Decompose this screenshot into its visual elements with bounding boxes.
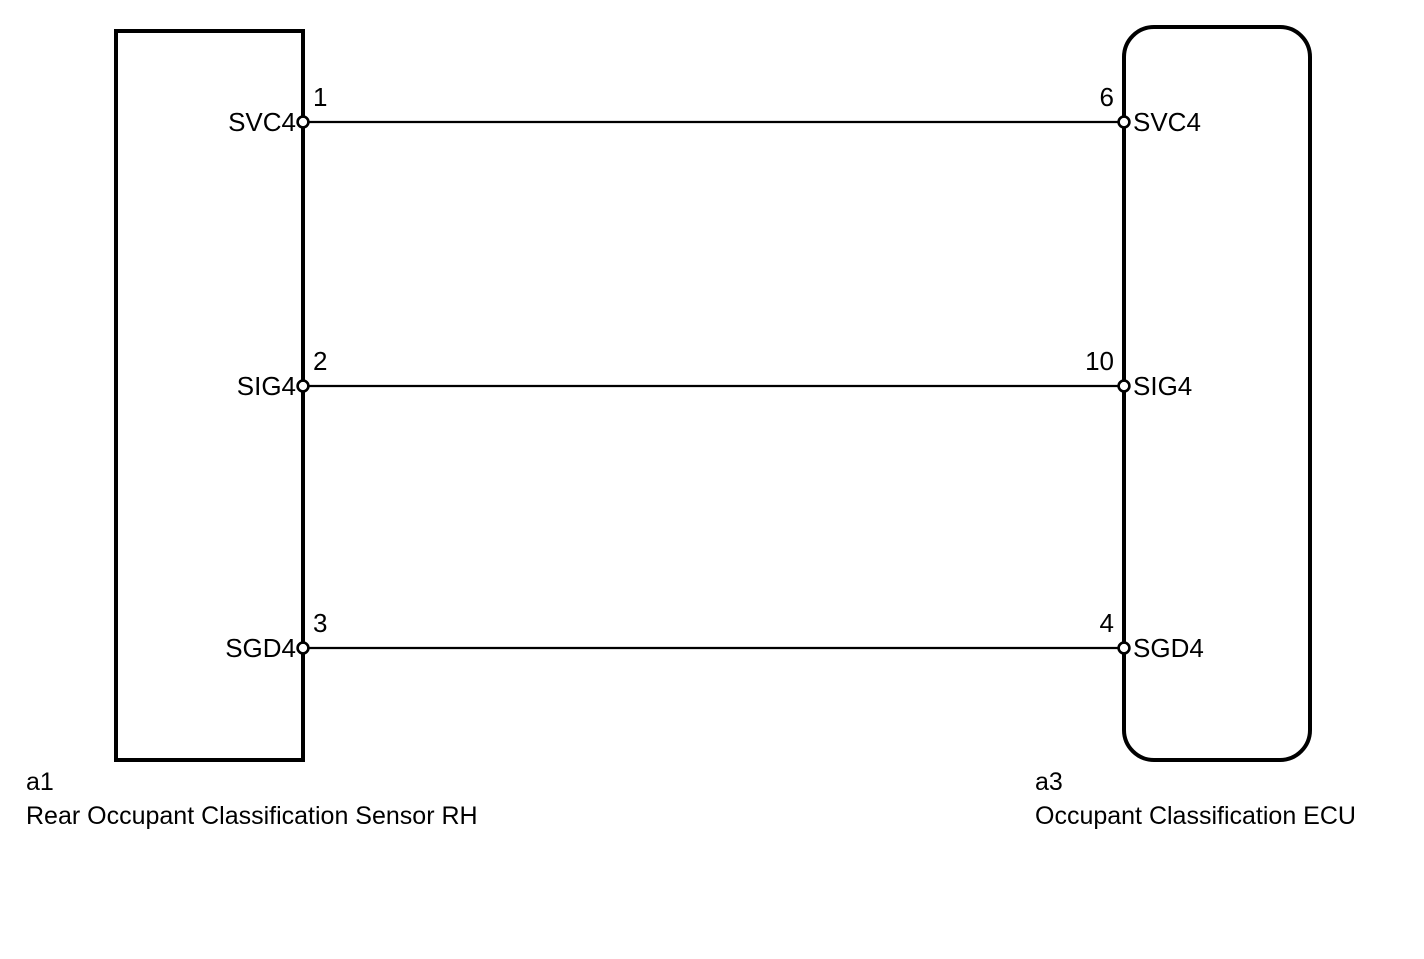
terminal-a3-pin-10[interactable] [1117, 379, 1131, 393]
connector-body-a3 [1122, 25, 1312, 762]
connector-body-a1 [114, 29, 305, 762]
terminal-a1-pin-2[interactable] [296, 379, 310, 393]
connector-name-a3: Occupant Classification ECU [1035, 802, 1356, 830]
signal-label-a3-pin-6: SVC4 [1133, 107, 1201, 137]
terminal-a1-pin-3[interactable] [296, 641, 310, 655]
connector-name-a1: Rear Occupant Classification Sensor RH [26, 802, 478, 830]
signal-label-a1-pin-2: SIG4 [237, 371, 296, 401]
signal-label-a3-pin-10: SIG4 [1133, 371, 1192, 401]
signal-label-a3-pin-4: SGD4 [1133, 633, 1204, 663]
pin-number-a3-pin-10: 10 [1085, 346, 1114, 376]
pin-number-a1-pin-1: 1 [313, 82, 327, 112]
pin-number-a3-pin-4: 4 [1100, 608, 1114, 638]
pin-number-a1-pin-2: 2 [313, 346, 327, 376]
connector-code-a3: a3 [1035, 768, 1063, 796]
terminal-a3-pin-4[interactable] [1117, 641, 1131, 655]
connector-code-a1: a1 [26, 768, 54, 796]
terminal-a3-pin-6[interactable] [1117, 115, 1131, 129]
terminal-a1-pin-1[interactable] [296, 115, 310, 129]
signal-label-a1-pin-1: SVC4 [228, 107, 296, 137]
signal-label-a1-pin-3: SGD4 [225, 633, 296, 663]
pin-number-a3-pin-6: 6 [1100, 82, 1114, 112]
pin-number-a1-pin-3: 3 [313, 608, 327, 638]
